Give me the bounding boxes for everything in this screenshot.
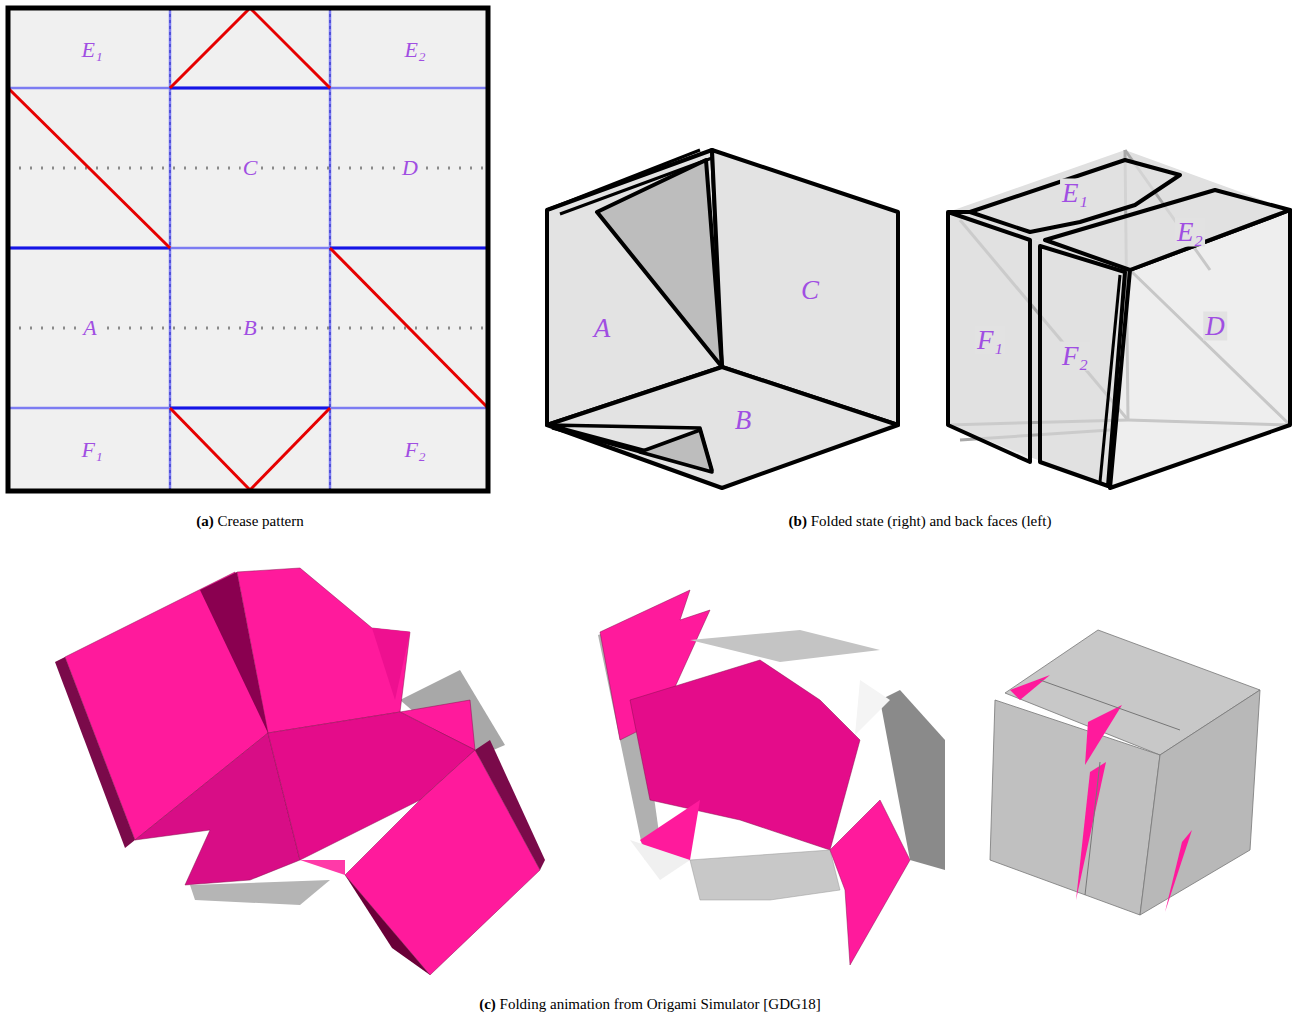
paper-back	[690, 850, 840, 900]
cube-left	[990, 700, 1160, 915]
paper-front	[300, 860, 345, 875]
part-label: D	[400, 156, 420, 180]
flap-edge	[1100, 275, 1120, 482]
part-label: E₁	[81, 39, 102, 61]
seam	[1085, 762, 1100, 895]
pink-slit	[1076, 762, 1106, 900]
pink-slit	[1010, 675, 1050, 700]
valley-fold-light	[8, 87, 488, 90]
crease-pattern	[8, 8, 488, 491]
valley-fold	[170, 407, 330, 410]
subfigure-caption: (c) Folding animation from Origami Simul…	[479, 997, 821, 1012]
part-label: A	[81, 316, 98, 340]
part-label: B	[733, 406, 754, 435]
part-label: D	[1203, 312, 1227, 341]
mountain-fold	[250, 8, 330, 88]
part-label: F₂	[1060, 342, 1090, 371]
cube-right	[1140, 690, 1260, 915]
paper-front	[830, 800, 910, 965]
caption-tag: (b)	[789, 513, 807, 529]
paper-border	[8, 8, 488, 491]
caption-text: Folded state (right) and back faces (lef…	[807, 513, 1051, 529]
part-label: F₁	[975, 326, 1005, 355]
flap-edge	[552, 428, 640, 452]
flap-edge	[560, 158, 712, 214]
animation-frames	[55, 568, 1260, 975]
part-label: C	[241, 156, 260, 180]
folded-cube	[948, 150, 1290, 488]
flap	[640, 430, 712, 472]
paper-edge	[475, 740, 545, 870]
face-f1	[948, 212, 1030, 462]
mountain-fold	[250, 408, 330, 490]
subfigure-caption: (a) Crease pattern	[196, 514, 303, 529]
part-label: F₂	[404, 439, 425, 461]
mountain-fold	[330, 248, 488, 408]
face-f2	[1040, 246, 1125, 486]
part-label: A	[592, 314, 613, 343]
paper-back	[690, 630, 880, 662]
caption-text: Folding animation from Origami Simulator…	[496, 996, 821, 1012]
mountain-fold	[8, 88, 170, 248]
part-label: E₂	[404, 39, 425, 61]
caption-tag: (c)	[479, 996, 496, 1012]
pink-slit	[1165, 830, 1192, 912]
paper-back	[855, 680, 890, 735]
pink-slit	[1085, 705, 1122, 765]
paper-back	[880, 690, 945, 870]
seam	[1040, 680, 1180, 730]
valley-fold	[8, 247, 170, 250]
flap-edge	[547, 150, 700, 210]
edge	[948, 210, 970, 214]
paper-front	[345, 750, 540, 975]
part-label: F₁	[81, 439, 102, 461]
part-label: B	[241, 316, 258, 340]
part-label: C	[799, 276, 821, 305]
mountain-fold	[170, 8, 250, 88]
face-b	[547, 367, 898, 488]
part-label: E₂	[1175, 218, 1205, 247]
paper-sheet	[8, 8, 488, 491]
subfigure-caption: (b) Folded state (right) and back faces …	[789, 514, 1052, 529]
valley-fold-light	[8, 407, 488, 410]
paper-edge	[200, 572, 268, 733]
paper-front	[630, 660, 860, 850]
caption-tag: (a)	[196, 513, 214, 529]
caption-text: Crease pattern	[214, 513, 304, 529]
back-faces	[547, 150, 898, 488]
paper-edge	[55, 657, 135, 848]
valley-fold	[330, 247, 488, 250]
paper-back	[630, 840, 690, 880]
valley-fold	[170, 87, 330, 90]
paper-edge	[345, 875, 430, 975]
valley-fold-light	[8, 247, 488, 250]
part-label: E₁	[1060, 179, 1090, 208]
paper-front	[372, 628, 410, 700]
flap	[597, 160, 722, 367]
mountain-fold	[170, 408, 250, 490]
paper-back	[190, 880, 330, 905]
